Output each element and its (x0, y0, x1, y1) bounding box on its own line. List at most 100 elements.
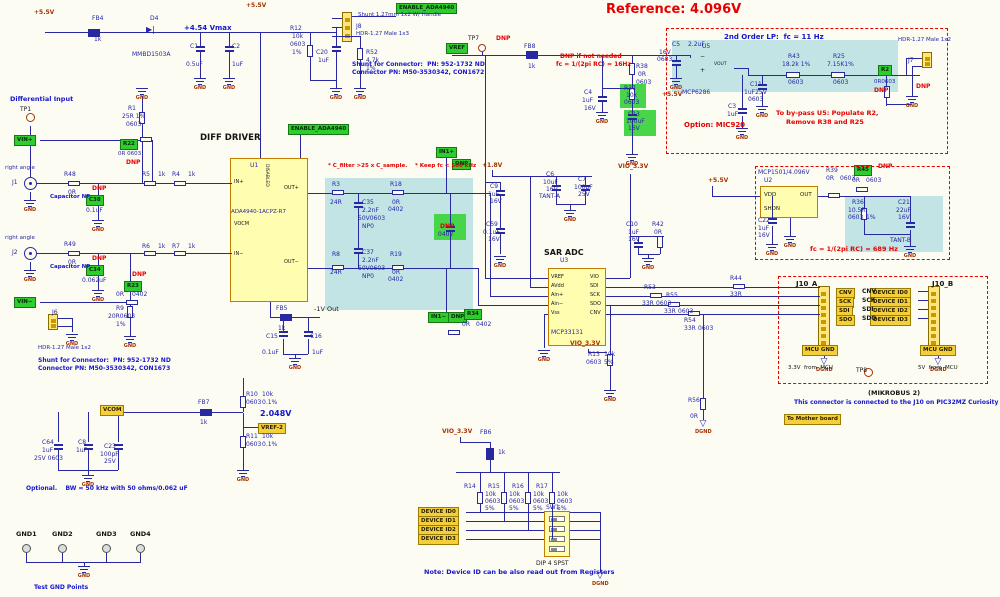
resistor (786, 72, 800, 78)
dip-switch-rocker[interactable] (549, 526, 565, 532)
net-label-green[interactable]: C34 (86, 265, 104, 276)
dip-switch-rocker[interactable] (549, 516, 565, 522)
text-label: 2.2nF (362, 207, 379, 214)
net-label-yellow[interactable]: DEVICE ID3 (418, 534, 459, 545)
test-point[interactable] (864, 368, 873, 377)
text-label: C5 (672, 41, 681, 48)
text-label: 25V 0603 (34, 455, 63, 462)
text-label: 1k (94, 36, 102, 43)
resistor (240, 436, 246, 448)
net-label-green[interactable]: R23 (124, 281, 142, 292)
gnd-label: GND (193, 85, 207, 91)
text-label: +4.54 Vmax (184, 24, 232, 32)
pin-header[interactable] (342, 12, 352, 42)
resistor (357, 48, 363, 60)
text-label: 5% (509, 505, 519, 512)
text-label: 1k (158, 171, 166, 178)
text-label: R39 (826, 167, 838, 174)
capacitor (581, 185, 590, 191)
wire (748, 68, 749, 75)
wire (98, 271, 99, 290)
pin-header[interactable] (48, 314, 58, 330)
net-label-green[interactable]: R45 (854, 165, 872, 176)
text-label: R7 (172, 243, 180, 250)
text-label: J8 (356, 23, 362, 30)
text-label: CNV (862, 288, 877, 295)
wire (630, 174, 631, 278)
text-label: R8 (332, 251, 340, 258)
text-label: 0R (462, 321, 470, 328)
text-label: right angle (5, 165, 35, 171)
resistor (240, 396, 246, 408)
dgnd-symbol: ▽DGND (592, 572, 609, 588)
test-point[interactable] (26, 113, 35, 122)
wire (734, 68, 748, 69)
gnd-test-point[interactable] (58, 544, 67, 553)
wire (270, 317, 320, 318)
text-label: 1uF (582, 97, 594, 104)
net-label-green[interactable]: ENABLE_ADA4940 (288, 124, 350, 135)
text-label: right angle (5, 235, 35, 241)
gnd-label: GND (65, 341, 79, 347)
text-label: 0.062uF (82, 277, 107, 284)
wire (72, 318, 73, 332)
text-label: R9 (116, 305, 124, 312)
text-label: 22uF (896, 207, 911, 214)
text-label: 10k (509, 491, 521, 498)
capacitor (279, 331, 288, 337)
net-label-yellow[interactable]: VREF-2 (258, 423, 286, 434)
dip-switch-rocker[interactable] (549, 546, 565, 552)
test-point[interactable] (478, 44, 486, 52)
net-label-green[interactable]: ENABLE_ADA4940 (396, 3, 458, 14)
bnc-connector[interactable] (24, 247, 37, 260)
dip-switch-rocker[interactable] (549, 536, 565, 542)
text-label: Shunt for Connector: PN: 952-1732 ND (38, 357, 171, 364)
gnd-test-point[interactable] (136, 544, 145, 553)
net-label-green[interactable]: IN1− (428, 312, 450, 323)
net-label-green[interactable]: VREF (446, 43, 469, 54)
net-label-green[interactable]: R22 (120, 139, 138, 150)
wire (528, 504, 529, 530)
net-label-green[interactable]: IN1+ (436, 147, 458, 158)
net-label-yellow[interactable]: MCU GND (802, 345, 838, 356)
net-label-green[interactable]: VIN+ (14, 135, 36, 146)
wire (492, 170, 493, 176)
header-pin (51, 323, 56, 328)
net-label-green[interactable]: R34 (464, 309, 482, 320)
dgnd-symbol: ▽DGND (816, 358, 833, 374)
text-label: +5.5V (708, 177, 729, 184)
wire (500, 196, 501, 228)
text-label: -1V Out (314, 305, 339, 313)
text-label: 0603 (657, 56, 673, 63)
text-label: 1k (200, 419, 208, 426)
net-label-green[interactable]: DNP (452, 159, 472, 170)
pin-header[interactable] (922, 52, 932, 68)
dgnd-label: DGND (592, 581, 609, 587)
text-label: TANT-A (539, 193, 561, 200)
wire (30, 192, 31, 200)
net-label-yellow[interactable]: SDO (836, 315, 856, 326)
wire (130, 253, 131, 306)
capacitor (446, 226, 455, 232)
wire (300, 134, 301, 158)
bnc-connector[interactable] (24, 177, 37, 190)
pin-header[interactable] (928, 286, 940, 348)
wire (610, 366, 611, 390)
gnd-test-point[interactable] (22, 544, 31, 553)
net-label-yellow[interactable]: VCOM (100, 405, 125, 416)
wire (632, 75, 633, 88)
resistor (477, 492, 483, 504)
gnd-test-point[interactable] (102, 544, 111, 553)
wire (490, 442, 491, 448)
net-label-yellow[interactable]: To Mother board (784, 414, 841, 425)
net-label-yellow[interactable]: DEVICE ID3 (870, 315, 911, 326)
net-label-green[interactable]: VIN− (14, 297, 36, 308)
wire (552, 472, 553, 492)
net-label-green[interactable]: R2 (878, 65, 893, 76)
net-label-yellow[interactable]: MCU GND (920, 345, 956, 356)
wire (446, 158, 447, 193)
net-label-green[interactable]: C38 (86, 195, 104, 206)
text-label: J1 (12, 179, 18, 186)
text-label: 0R0603 (874, 79, 896, 85)
gnd-label: GND (783, 243, 797, 249)
